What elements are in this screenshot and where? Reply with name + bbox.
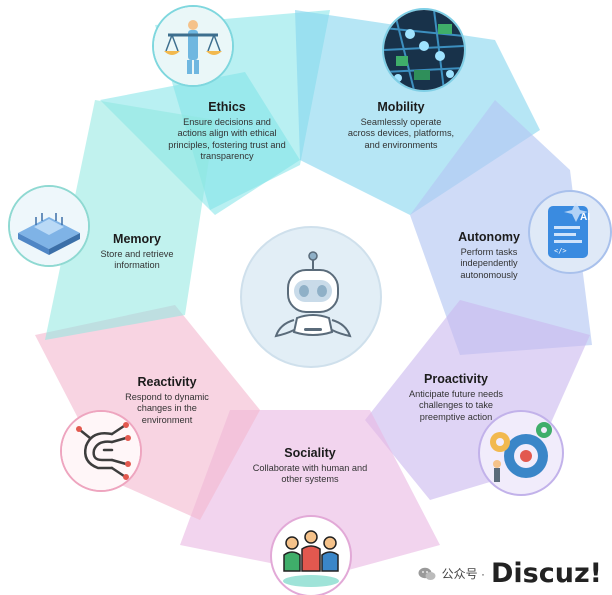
center-circle — [240, 226, 382, 368]
segment-title: Ethics — [208, 100, 246, 114]
segment-desc: Store and retrieve information — [100, 249, 174, 271]
segment-desc: Perform tasks independently autonomously — [460, 247, 518, 280]
segment-desc: Respond to dynamic changes in the enviro… — [125, 392, 209, 425]
band-reactivity — [35, 305, 260, 520]
ai-document-icon: AI </> — [548, 202, 590, 258]
svg-text:</>: </> — [554, 247, 567, 255]
segment-proactivity: Proactivity Anticipate future needs chal… — [396, 372, 516, 423]
proactivity-icon-circle — [478, 410, 564, 496]
reactivity-icon-circle — [60, 410, 142, 492]
band-sociality — [180, 410, 440, 575]
watermark: 公众号 · Discuz! — [418, 558, 602, 589]
segment-desc: Collaborate with human and other systems — [252, 463, 368, 485]
segment-autonomy: Autonomy Perform tasks independently aut… — [448, 230, 530, 281]
robot-icon — [274, 251, 352, 338]
segment-desc: Anticipate future needs challenges to ta… — [409, 389, 503, 422]
segment-desc: Ensure decisions and actions align with … — [168, 117, 286, 162]
watermark-brand: Discuz! — [491, 558, 602, 589]
segment-desc: Seamlessly operate across devices, platf… — [347, 117, 455, 150]
segment-reactivity: Reactivity Respond to dynamic changes in… — [116, 375, 218, 426]
sociality-icon-circle — [270, 515, 352, 595]
team-icon — [283, 530, 339, 587]
watermark-text: 公众号 · — [441, 567, 485, 581]
segment-title: Proactivity — [424, 372, 488, 386]
segment-title: Memory — [113, 232, 161, 246]
wechat-icon — [418, 567, 436, 580]
network-map-icon — [384, 10, 464, 90]
band-memory — [45, 100, 215, 340]
segment-ethics: Ethics Ensure decisions and actions alig… — [168, 100, 286, 163]
segment-title: Mobility — [377, 100, 425, 114]
circuit-icon — [62, 412, 140, 490]
mobility-icon-circle — [382, 8, 466, 92]
chip-icon — [10, 187, 88, 265]
gears-icon — [490, 422, 552, 482]
ethics-icon-circle — [152, 5, 234, 87]
autonomy-icon-circle: AI </> — [528, 190, 612, 274]
segment-sociality: Sociality Collaborate with human and oth… — [250, 446, 370, 486]
segment-mobility: Mobility Seamlessly operate across devic… — [346, 100, 456, 151]
band-autonomy — [410, 100, 592, 355]
memory-icon-circle — [8, 185, 90, 267]
svg-text:AI: AI — [580, 212, 590, 223]
segment-title: Autonomy — [458, 230, 520, 244]
segment-title: Reactivity — [137, 375, 197, 389]
scales-icon — [154, 7, 232, 85]
segment-memory: Memory Store and retrieve information — [96, 232, 178, 272]
segment-title: Sociality — [284, 446, 336, 460]
